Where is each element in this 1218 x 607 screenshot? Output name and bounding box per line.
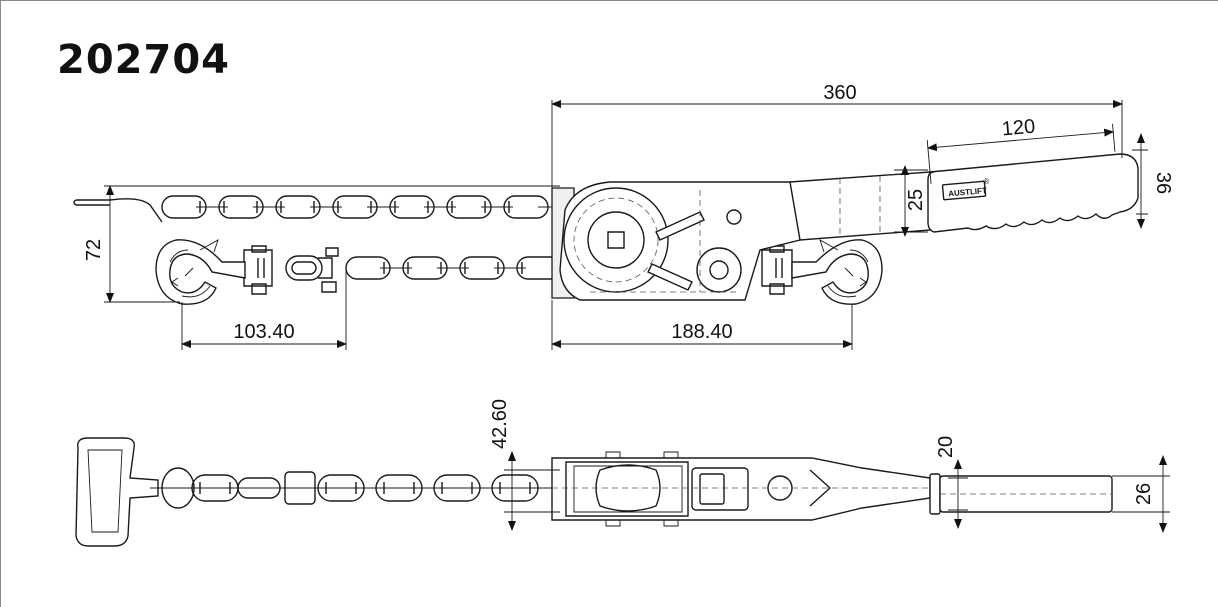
dim-body-to-hook: 188.40 xyxy=(671,321,732,343)
d-ring xyxy=(75,437,159,547)
dim-hook-spacing: 103.40 xyxy=(233,321,294,343)
dim-shaft: 20 xyxy=(935,436,957,458)
dim-grip: 26 xyxy=(1133,483,1155,505)
brand-mark: ® xyxy=(983,177,990,186)
dimension-72: 72 xyxy=(83,185,560,303)
dim-height: 72 xyxy=(83,239,105,261)
top-chain xyxy=(150,467,560,509)
top-view: 42.60 20 26 xyxy=(75,399,1170,547)
dimension-103-40: 103.40 xyxy=(181,270,347,350)
ratchet-body xyxy=(551,181,801,301)
lower-chain xyxy=(243,245,562,295)
dim-handle-offset: 25 xyxy=(905,189,927,211)
dim-overall-length: 360 xyxy=(823,82,856,104)
dimension-188-40: 188.40 xyxy=(551,300,853,350)
part-number-title: 202704 xyxy=(57,37,230,83)
dimension-360: 360 xyxy=(551,82,1123,190)
brand-label: AUSTLIFT xyxy=(948,186,987,198)
upper-chain xyxy=(73,195,556,223)
dim-handle-length: 120 xyxy=(1001,116,1036,141)
dimension-120: 120 xyxy=(926,116,1116,184)
right-hook xyxy=(761,239,883,305)
lever-handle: AUSTLIFT ® xyxy=(789,153,1139,241)
left-hook xyxy=(155,239,246,305)
side-view: AUSTLIFT ® 360 120 25 36 72 xyxy=(73,82,1174,350)
ratchet-body-top xyxy=(551,451,931,527)
grip-top xyxy=(929,473,1113,515)
dimension-36: 36 xyxy=(1132,133,1174,229)
dimension-20: 20 xyxy=(935,436,968,529)
dim-handle-dia: 36 xyxy=(1152,172,1174,194)
dim-chain-height: 42.60 xyxy=(489,399,511,449)
dimension-42-60: 42.60 xyxy=(489,399,560,531)
dimension-25: 25 xyxy=(894,165,928,237)
dimension-26: 26 xyxy=(1112,455,1170,533)
